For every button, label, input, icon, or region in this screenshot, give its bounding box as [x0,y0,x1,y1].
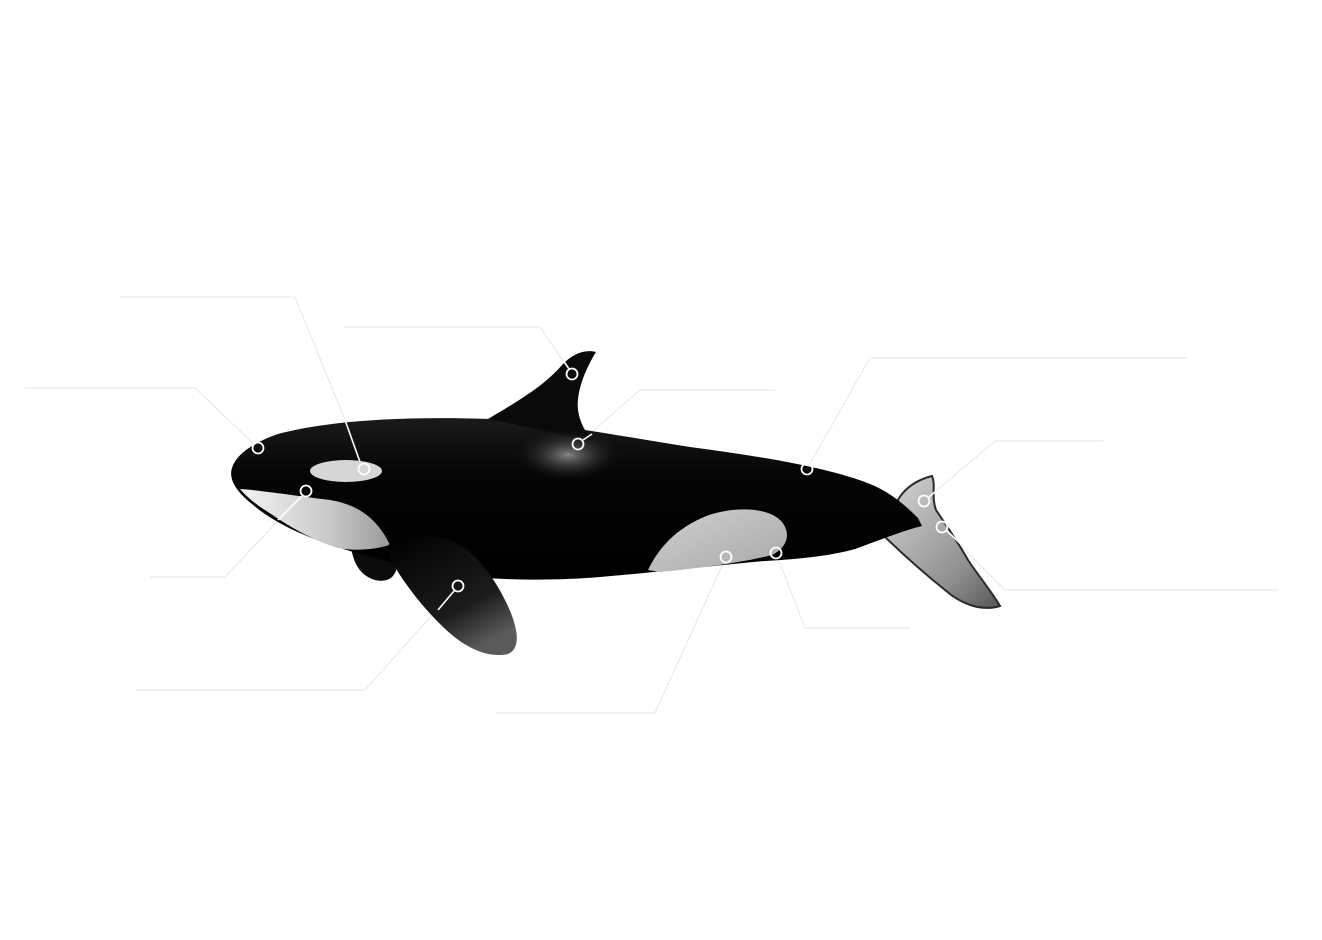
callout-peduncle[interactable] [800,462,814,476]
callout-markers [251,359,963,611]
flank-patch [648,509,787,572]
leader-line-flank-patch [495,556,727,714]
callout-stem-chin [277,495,303,521]
callout-dorsal-fin[interactable] [562,359,579,381]
callout-ring-flank-patch [719,550,733,564]
callout-fluke-lower[interactable] [935,520,963,546]
leader-lines [25,296,1278,714]
callout-stem-saddle-patch [582,433,593,441]
callout-flank-patch[interactable] [719,550,733,564]
leader-line-saddle-patch [577,389,775,445]
callout-ring-pectoral-fin [451,579,465,593]
callout-fluke-upper[interactable] [917,490,937,508]
callout-ring-eye-patch [357,462,371,476]
leader-line-eye-patch [120,296,346,421]
callout-eye-patch[interactable] [344,419,371,476]
callout-ring-rostrum [251,441,265,455]
orca-illustration [231,351,1002,656]
callout-pectoral-fin[interactable] [437,579,465,611]
callout-chin[interactable] [277,484,313,521]
callout-ring-fluke-lower [935,520,949,534]
dorsal-fin [488,351,596,440]
callout-ring-genital-area [769,546,783,560]
callout-stem-pectoral-fin [437,590,455,611]
leader-line-genital-area [775,552,910,629]
callout-stem-eye-patch [344,419,361,463]
leader-line-dorsal-fin [343,326,573,375]
callout-ring-saddle-patch [571,437,585,451]
saddle-patch [516,429,620,481]
callout-stem-fluke-lower [946,530,963,546]
callout-genital-area[interactable] [769,546,783,560]
leader-line-fluke-lower [941,526,1278,591]
callout-stem-fluke-upper [928,490,937,498]
leader-line-peduncle [806,357,1188,470]
leader-line-fluke-upper [923,440,1103,502]
callout-ring-fluke-upper [917,494,931,508]
leader-line-pectoral-fin [135,585,459,691]
belly-patch [240,489,390,550]
leader-line-rostrum [25,387,259,449]
callout-stem-dorsal-fin [562,359,570,370]
callout-ring-dorsal-fin [565,367,579,381]
callout-ring-peduncle [800,462,814,476]
tail-fluke [876,474,1002,609]
callout-rostrum[interactable] [251,441,265,455]
callout-ring-chin [299,484,313,498]
callout-saddle-patch[interactable] [571,433,593,451]
eye-patch [310,460,382,482]
pectoral-fin [388,537,517,656]
